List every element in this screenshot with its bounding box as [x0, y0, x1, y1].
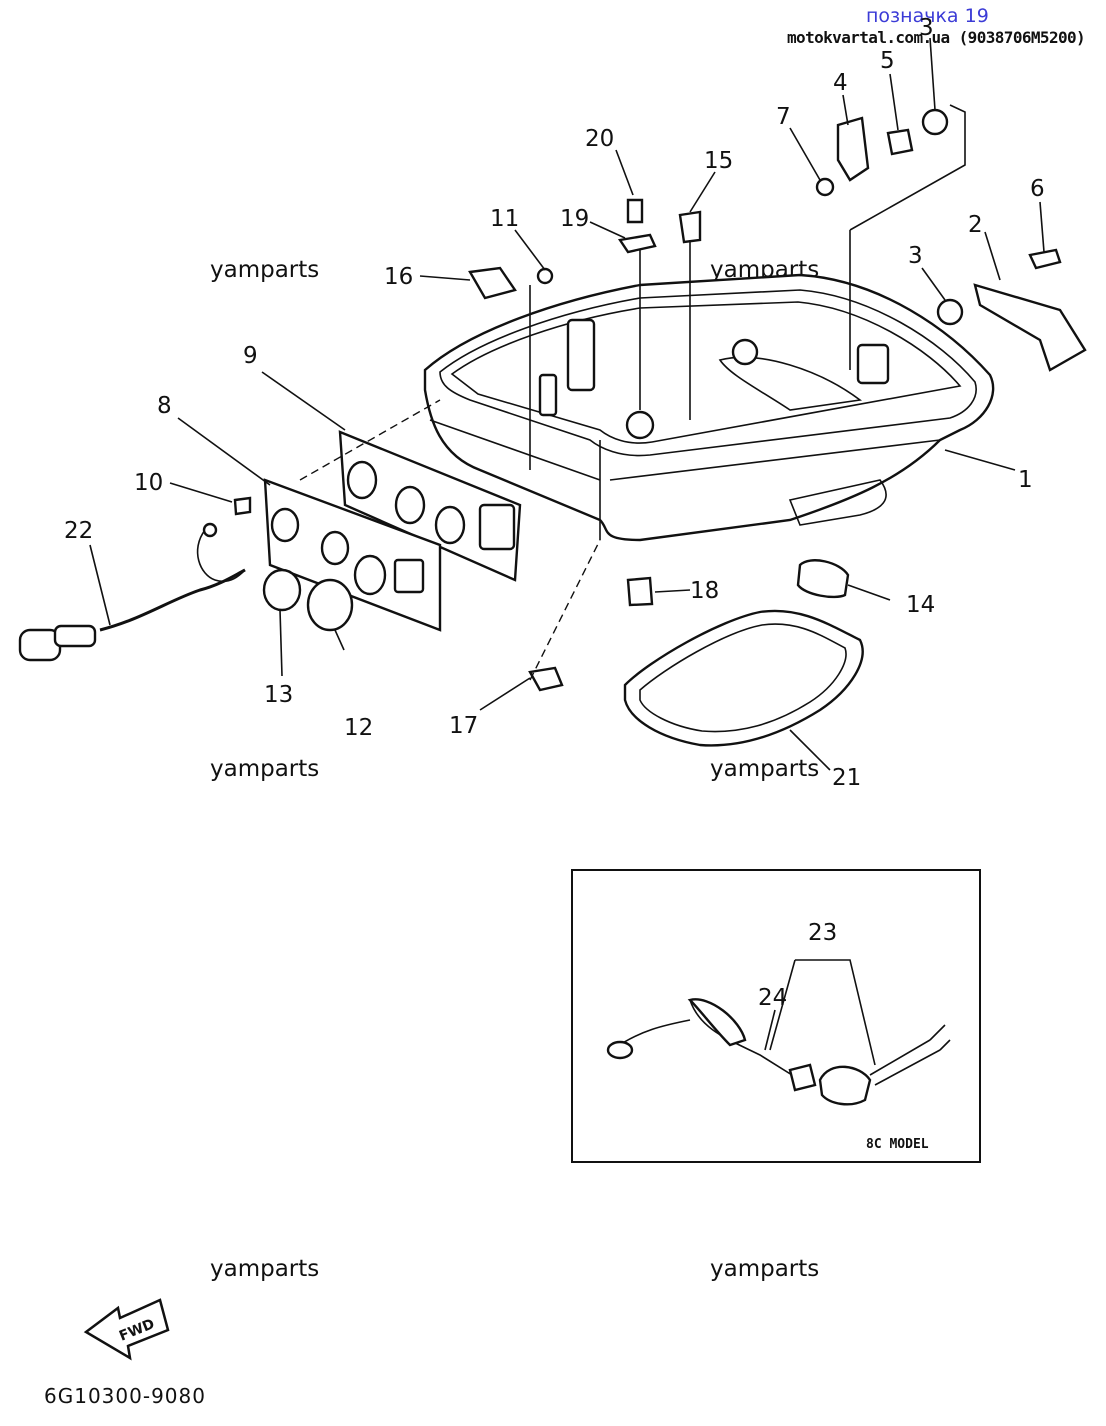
callout-label: 3 — [908, 243, 923, 269]
inset-model-label: 8C MODEL — [866, 1137, 929, 1152]
source-caption: motokvartal.com.ua (9038706M5200) — [787, 28, 1086, 47]
cowling-seal — [623, 609, 864, 747]
callout-label: 23 — [808, 920, 837, 946]
callout-label: 3 — [919, 15, 934, 41]
plug-13 — [262, 568, 302, 612]
stop-switch-assembly — [18, 522, 246, 662]
callout-label: 9 — [243, 343, 258, 369]
watermark-text: yamparts — [210, 1256, 320, 1282]
callout-label: 21 — [832, 765, 861, 791]
callout-label: 1 — [1018, 467, 1033, 493]
callout-label: 10 — [134, 470, 163, 496]
callout-label: 19 — [560, 206, 589, 232]
callout-label: 18 — [690, 578, 719, 604]
callout-label: 17 — [449, 713, 478, 739]
switch-plate — [263, 478, 442, 632]
callout-label: 22 — [64, 518, 93, 544]
callout-label: 15 — [704, 148, 733, 174]
callout-label: 13 — [264, 682, 293, 708]
callout-label: 8 — [157, 393, 172, 419]
leader-lines — [89, 37, 1045, 771]
callout-label: 7 — [776, 104, 791, 130]
callout-label: 16 — [384, 264, 413, 290]
watermark-text: yamparts — [710, 756, 820, 782]
hardware-parts — [233, 108, 1087, 692]
bottom-cowling — [423, 273, 995, 542]
callout-label: 2 — [968, 212, 983, 238]
assembly-lines — [299, 104, 966, 681]
watermark-text: yamparts — [710, 1256, 820, 1282]
watermark-text: yamparts — [210, 756, 320, 782]
callout-label: 6 — [1030, 176, 1045, 202]
callout-label: 12 — [344, 715, 373, 741]
callout-label: 4 — [833, 70, 848, 96]
fwd-arrow-icon — [83, 1298, 170, 1361]
diagram-code: 6G10300-9080 — [44, 1384, 206, 1408]
callout-label: 24 — [758, 985, 787, 1011]
callout-label: 20 — [585, 126, 614, 152]
callout-label: 14 — [906, 592, 935, 618]
marker-link[interactable]: позначка 19 — [866, 5, 989, 27]
callout-label: 11 — [490, 206, 519, 232]
watermark-text: yamparts — [210, 257, 320, 283]
inset-box — [571, 869, 981, 1163]
callout-label: 5 — [880, 48, 895, 74]
front-panel — [338, 430, 522, 582]
plug-12 — [306, 578, 354, 632]
